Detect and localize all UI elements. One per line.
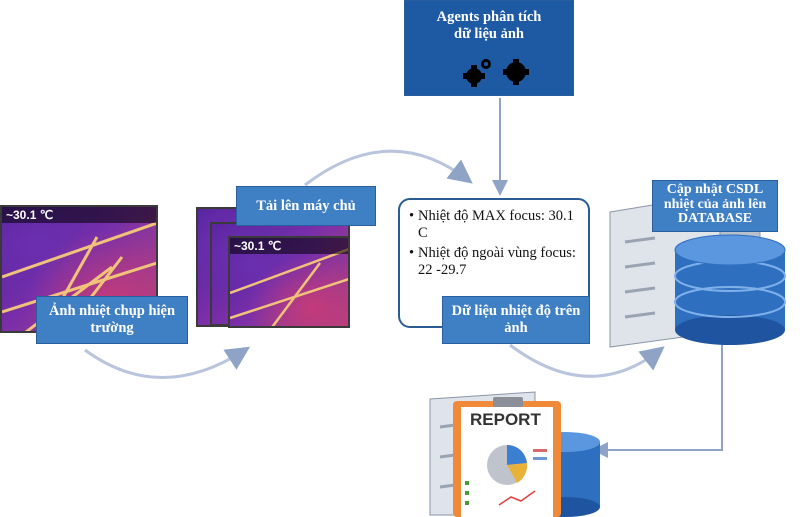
arrow-capture-to-upload: [84, 346, 251, 379]
upload-server-label: Tải lên máy chủ: [236, 186, 376, 226]
temp-readout: ~30.1 ℃: [230, 238, 348, 254]
arrow-database-to-report: [592, 338, 723, 458]
report-icon: [453, 397, 561, 517]
agents-analysis-box: Agents phân tích dữ liệu ảnh: [404, 0, 574, 96]
power-line-image: [230, 248, 348, 326]
temperature-data-label: Dữ liệu nhiệt độ trên ảnh: [442, 296, 590, 344]
outside-focus-bullet: Nhiệt độ ngoài vùng focus: 22 -29.7: [409, 245, 582, 278]
thermal-image-stack-front: ~30.1 ℃: [228, 236, 350, 328]
report-illustration: [429, 391, 600, 517]
db-label-line1: Cập nhật CSDL: [666, 182, 764, 197]
db-label-line3: DATABASE: [677, 211, 753, 227]
temp-readout: ~30.1 ℃: [2, 207, 156, 223]
database-server-icon: [609, 193, 786, 348]
database-update-label: Cập nhật CSDL nhiệt của ảnh lên DATABASE: [652, 180, 778, 232]
agents-title-line2: dữ liệu ảnh: [454, 25, 524, 42]
db-label-line2: nhiệt của ảnh lên: [663, 196, 767, 212]
agents-title-line1: Agents phân tích: [436, 9, 542, 25]
gear-icon: [463, 59, 529, 88]
field-capture-label: Ảnh nhiệt chụp hiện trường: [36, 296, 188, 344]
report-title: REPORT: [470, 410, 541, 429]
database-cylinder-icon: [674, 234, 786, 345]
arrow-data-to-database: [509, 343, 665, 378]
arrow-upload-to-data: [304, 149, 473, 187]
max-temp-bullet: Nhiệt độ MAX focus: 30.1 C: [409, 208, 582, 241]
